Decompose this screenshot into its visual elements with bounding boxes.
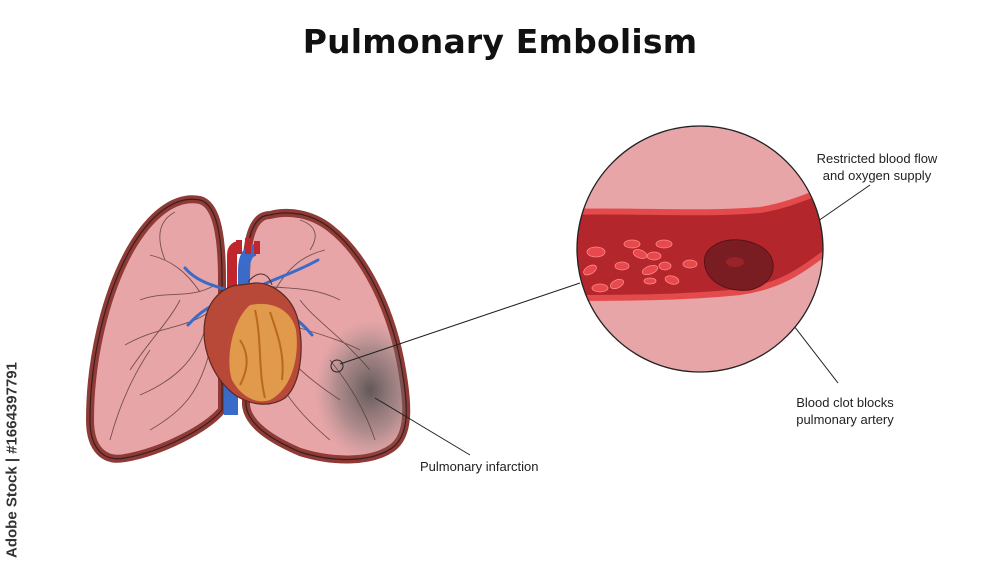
infarction-label: Pulmonary infarction bbox=[420, 459, 539, 474]
infarction-area bbox=[315, 320, 407, 460]
restricted-flow-label: Restricted blood flow and oxygen supply bbox=[792, 150, 962, 184]
restricted-flow-line2: and oxygen supply bbox=[822, 168, 932, 183]
watermark-text: Adobe Stock | #1664397791 bbox=[3, 362, 21, 558]
clot-location-marker bbox=[330, 359, 344, 373]
clot-label: Blood clot blocks pulmonary artery bbox=[770, 394, 920, 428]
blood-cells bbox=[583, 239, 698, 293]
clot-label-line1: Blood clot blocks bbox=[796, 395, 894, 410]
stock-watermark: Adobe Stock | #1664397791 bbox=[2, 340, 22, 580]
zoom-leader-line bbox=[339, 282, 581, 365]
diagram-title: Pulmonary Embolism bbox=[302, 22, 698, 61]
heart bbox=[203, 238, 302, 415]
infarction-leader-line bbox=[374, 397, 471, 456]
restricted-flow-line1: Restricted blood flow bbox=[816, 151, 938, 166]
magnified-artery-view bbox=[576, 125, 824, 373]
left-lung bbox=[86, 195, 230, 463]
clot-label-line2: pulmonary artery bbox=[796, 412, 894, 427]
